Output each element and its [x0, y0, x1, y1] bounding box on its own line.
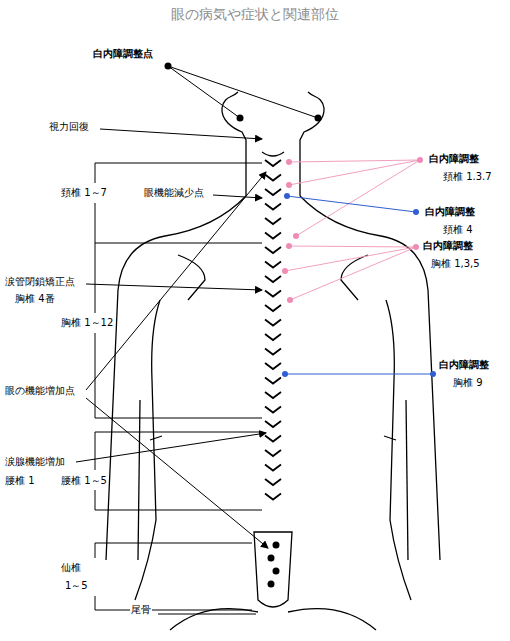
label: 腰椎 1 [4, 475, 36, 487]
vertebra [265, 349, 281, 355]
vertebra [265, 465, 281, 471]
label: 涙管閉鎖矯正点 [4, 276, 76, 288]
label: 胸椎 1,3,5 [430, 258, 481, 270]
label: 胸椎 4番 [14, 293, 56, 305]
vertebra [265, 291, 281, 297]
label: 胸椎 9 [452, 377, 484, 389]
label: 頚椎 1～7 [60, 187, 108, 199]
leader-dots [165, 63, 322, 122]
body-outline [106, 92, 440, 630]
vertebra [265, 175, 281, 181]
vertebra [265, 218, 281, 224]
vertebra [265, 276, 281, 282]
label: 胸椎 1～12 [60, 317, 114, 329]
vertebra [265, 204, 281, 210]
blue-dots [282, 193, 436, 377]
label: 頚椎 1.3.7 [442, 171, 493, 183]
vertebra [265, 233, 281, 239]
vertebra [265, 494, 281, 500]
vertebra [265, 363, 281, 369]
spine [265, 160, 281, 500]
label: 頚椎 4 [442, 224, 474, 236]
label: 白内障調整 [422, 240, 474, 252]
vertebra [265, 262, 281, 268]
label: 白内障調整点 [92, 48, 154, 60]
label: 眼機能減少点 [143, 187, 205, 199]
vertebra [265, 189, 281, 195]
label: 視力回復 [48, 121, 90, 133]
label: 白内障調整 [424, 206, 476, 218]
vertebra [265, 450, 281, 456]
pink-dots [282, 157, 423, 303]
vertebra [265, 305, 281, 311]
vertebra [265, 407, 281, 413]
vertebra [265, 160, 281, 166]
vertebra [265, 392, 281, 398]
vertebra [265, 320, 281, 326]
leader-lines [76, 66, 318, 548]
blue-leaders [285, 196, 433, 374]
vertebra [265, 247, 281, 253]
vertebra [265, 378, 281, 384]
vertebra [265, 421, 281, 427]
label: 白内障調整 [428, 153, 480, 165]
region-brackets [95, 163, 262, 614]
label: 白内障調整 [438, 359, 490, 371]
pink-leaders [285, 160, 420, 300]
label: 眼の機能増加点 [4, 385, 76, 397]
label: 1～5 [64, 580, 89, 592]
diagram-title: 眼の病気や症状と関連部位 [0, 6, 510, 24]
label: 涙腺機能増加 [4, 456, 66, 468]
vertebra [265, 479, 281, 485]
label: 仙椎 [60, 562, 82, 574]
sacral-holes [268, 542, 280, 588]
label: 尾骨 [130, 604, 152, 616]
label: 腰椎 1～5 [60, 475, 108, 487]
vertebra [265, 436, 281, 442]
vertebra [265, 334, 281, 340]
sacrum [254, 532, 292, 607]
